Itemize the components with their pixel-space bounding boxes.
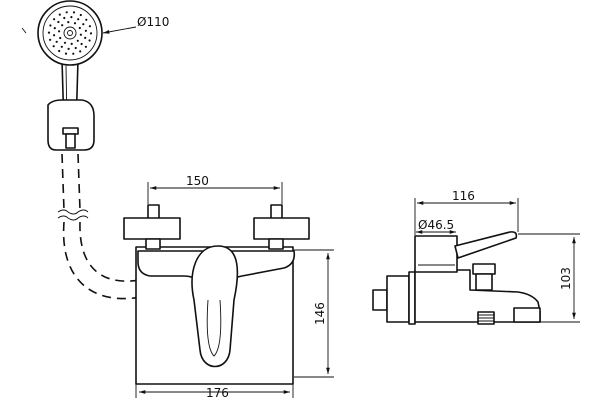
side-view	[372, 231, 541, 325]
nozzle-dot	[72, 11, 76, 14]
dim-side-height: 103	[518, 233, 580, 323]
cartridge-housing	[414, 235, 458, 273]
left-inlet	[123, 204, 181, 250]
nozzle-dot	[77, 18, 80, 21]
front-view	[123, 204, 310, 385]
nozzle-dot	[59, 36, 62, 40]
wall-bracket	[47, 99, 95, 151]
dim-shower-diameter: Ø110	[21, 15, 169, 34]
nozzle-dot	[88, 25, 91, 28]
nozzle-dot	[84, 45, 87, 48]
dim-label-inlet-spacing: 150	[186, 174, 209, 188]
nozzle-dot	[64, 52, 68, 55]
nozzle-dot	[70, 42, 73, 46]
nozzle-dot	[84, 29, 87, 32]
nozzle-dot	[88, 39, 91, 42]
dim-label-side-depth: 116	[452, 189, 475, 203]
nozzle-dot	[63, 41, 67, 44]
nozzle-dot	[72, 52, 75, 55]
dim-inlet-spacing: 150	[147, 174, 283, 204]
nozzle-dot	[74, 46, 77, 50]
nozzle-dot	[55, 40, 58, 43]
shower-outlet	[477, 311, 495, 325]
nozzle-dot	[79, 50, 82, 53]
dim-label-body-height: 146	[313, 302, 327, 325]
nozzle-dot	[52, 45, 55, 48]
nozzle-dot	[67, 21, 70, 24]
nozzle-dot	[60, 45, 63, 48]
dim-body-width: 176	[135, 384, 294, 400]
shower-nozzles	[47, 11, 93, 55]
right-inlet	[253, 204, 310, 250]
nozzle-dot	[79, 13, 82, 17]
nozzle-dot	[53, 27, 56, 30]
nozzle-dot	[85, 18, 88, 21]
dim-side-depth: 116	[414, 189, 519, 235]
nozzle-dot	[80, 42, 83, 46]
nozzle-dot	[58, 13, 61, 16]
dim-label-shower-diameter: Ø110	[137, 15, 169, 29]
nozzle-dot	[57, 20, 60, 24]
nozzle-dot	[63, 16, 66, 20]
nozzle-dot	[82, 23, 85, 26]
dim-cartridge-diameter: Ø46.5	[416, 218, 456, 234]
nozzle-dot	[53, 34, 56, 37]
nozzle-dot	[61, 24, 64, 27]
dim-body-height: 146	[294, 249, 334, 378]
nozzle-dot	[76, 39, 79, 42]
dim-label-cartridge-diameter: Ø46.5	[418, 218, 454, 232]
spout	[513, 307, 541, 323]
dim-label-side-height: 103	[559, 267, 573, 290]
nozzle-dot	[58, 30, 61, 33]
nozzle-dot	[65, 11, 68, 14]
nozzle-dot	[49, 24, 52, 27]
nozzle-dot	[70, 16, 73, 19]
dim-label-body-width: 176	[206, 386, 229, 400]
nozzle-dot	[73, 22, 77, 25]
lever-handle	[191, 245, 239, 368]
nozzle-dot	[79, 33, 82, 36]
nozzle-dot	[49, 38, 52, 41]
nozzle-dot	[78, 26, 81, 30]
nozzle-dot	[47, 31, 51, 34]
diverter-knob	[472, 263, 496, 291]
side-lever	[454, 231, 518, 259]
nozzle-dot	[53, 18, 56, 21]
nozzle-dot	[84, 36, 87, 40]
nozzle-dot	[89, 32, 93, 35]
nozzle-dot	[67, 47, 70, 51]
nozzle-dot	[58, 49, 61, 53]
shower-head	[37, 0, 103, 66]
